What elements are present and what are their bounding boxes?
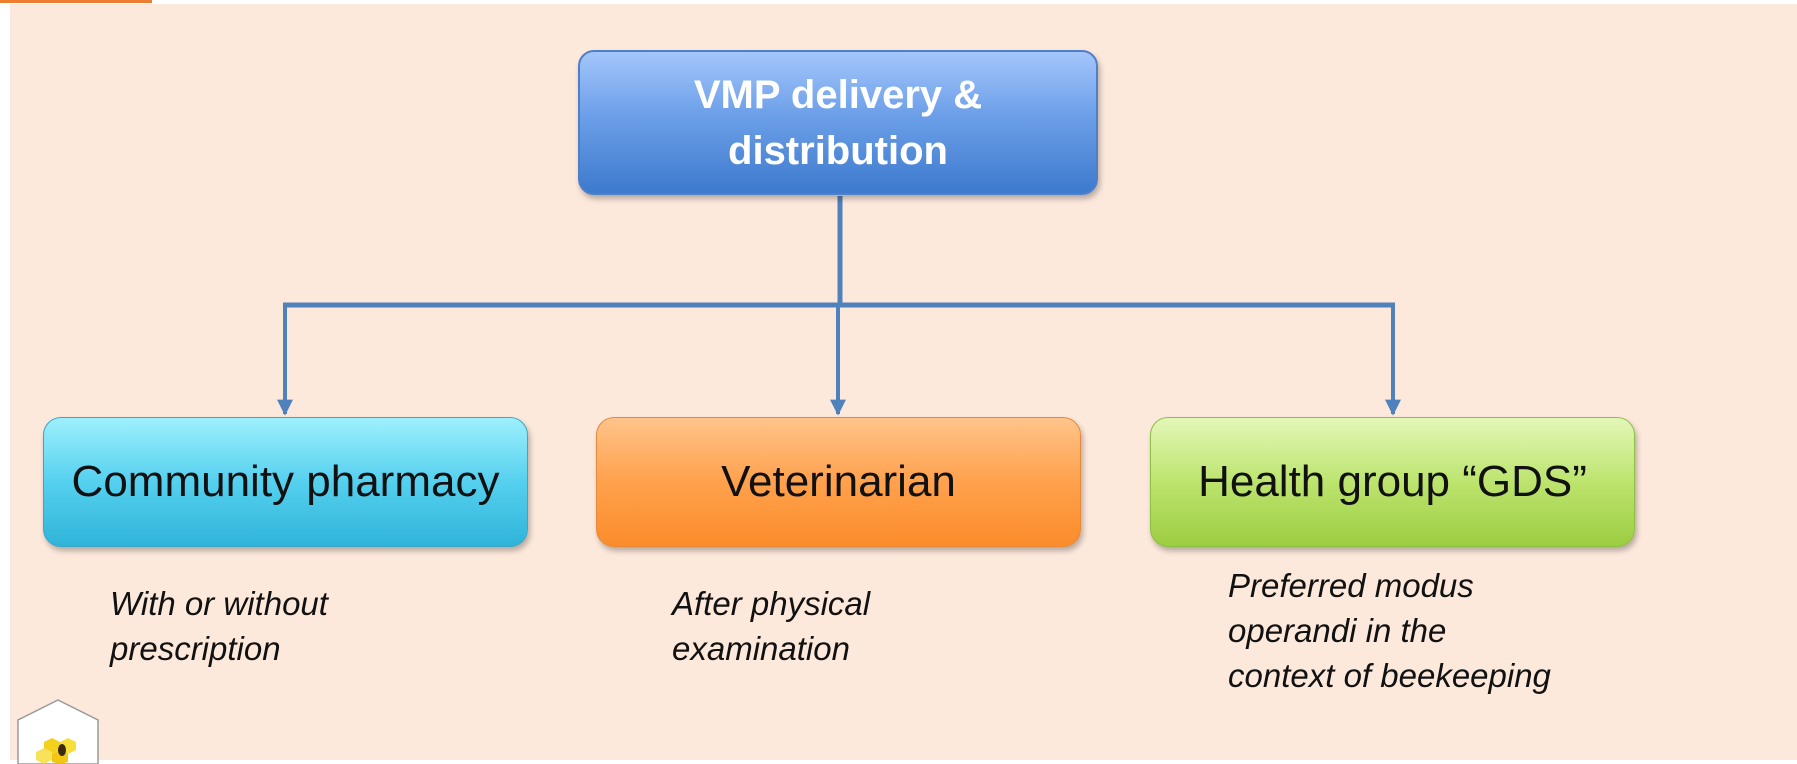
community-pharmacy-note: With or without prescription (110, 585, 328, 667)
community-pharmacy-box: Community pharmacy (43, 417, 528, 547)
bee-logo (17, 699, 99, 764)
veterinarian-label: Veterinarian (721, 457, 956, 506)
community-pharmacy-label: Community pharmacy (71, 457, 500, 506)
veterinarian-box: Veterinarian (596, 417, 1081, 547)
vmp-delivery-label: VMP delivery & distribution (693, 72, 983, 173)
vmp-delivery-box: VMP delivery & distribution (578, 50, 1098, 195)
health-group-label: Health group “GDS” (1198, 457, 1587, 506)
accent-bar (0, 0, 152, 3)
veterinarian-note: After physical examination (672, 585, 871, 667)
health-group-box: Health group “GDS” (1150, 417, 1635, 547)
health-group-note: Preferred modus operandi in the context … (1228, 567, 1551, 694)
